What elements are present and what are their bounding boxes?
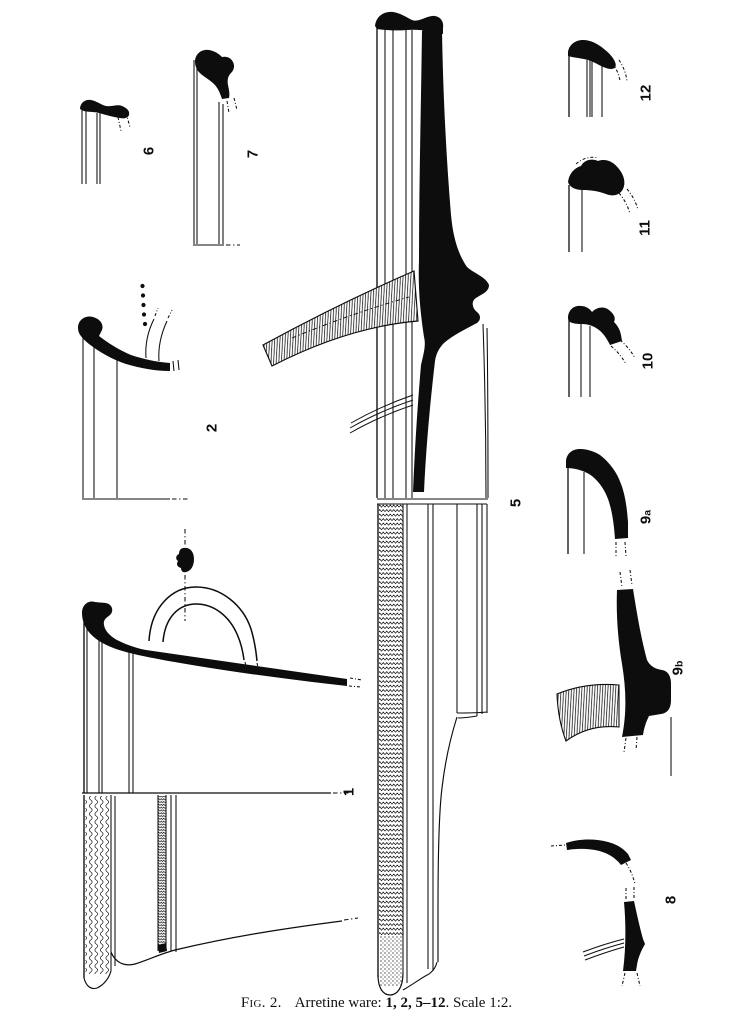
label-9a: 9a — [637, 509, 655, 525]
label-9b: 9b — [669, 660, 687, 676]
label-8: 8 — [662, 895, 680, 905]
drawing-7 — [193, 49, 240, 246]
label-6: 6 — [140, 146, 158, 156]
drawing-9a — [566, 449, 628, 557]
caption-scale: . Scale 1:2. — [445, 995, 513, 1011]
drawing-11 — [568, 156, 639, 252]
drawing-8 — [550, 839, 645, 987]
rouletting-dots — [140, 283, 148, 327]
drawing-12 — [568, 40, 628, 117]
drawing-9b — [556, 569, 672, 776]
label-1: 1 — [340, 787, 358, 797]
label-2: 2 — [203, 423, 221, 433]
figure-caption: Fig. 2. Arretine ware: 1, 2, 5–12. Scale … — [241, 995, 512, 1012]
drawing-10 — [568, 305, 636, 397]
label-7: 7 — [244, 149, 262, 159]
caption-item-numbers: 1, 2, 5–12 — [385, 995, 446, 1011]
caption-fig-number: Fig. 2. — [240, 995, 282, 1011]
caption-text: Arretine ware: — [294, 995, 386, 1011]
label-11: 11 — [636, 220, 654, 236]
drawing-5 — [262, 11, 489, 996]
drawing-1 — [82, 529, 363, 990]
drawing-6 — [80, 99, 131, 184]
label-10: 10 — [639, 352, 657, 370]
drawing-2 — [78, 283, 190, 500]
label-5: 5 — [507, 498, 525, 508]
label-12: 12 — [637, 84, 655, 102]
